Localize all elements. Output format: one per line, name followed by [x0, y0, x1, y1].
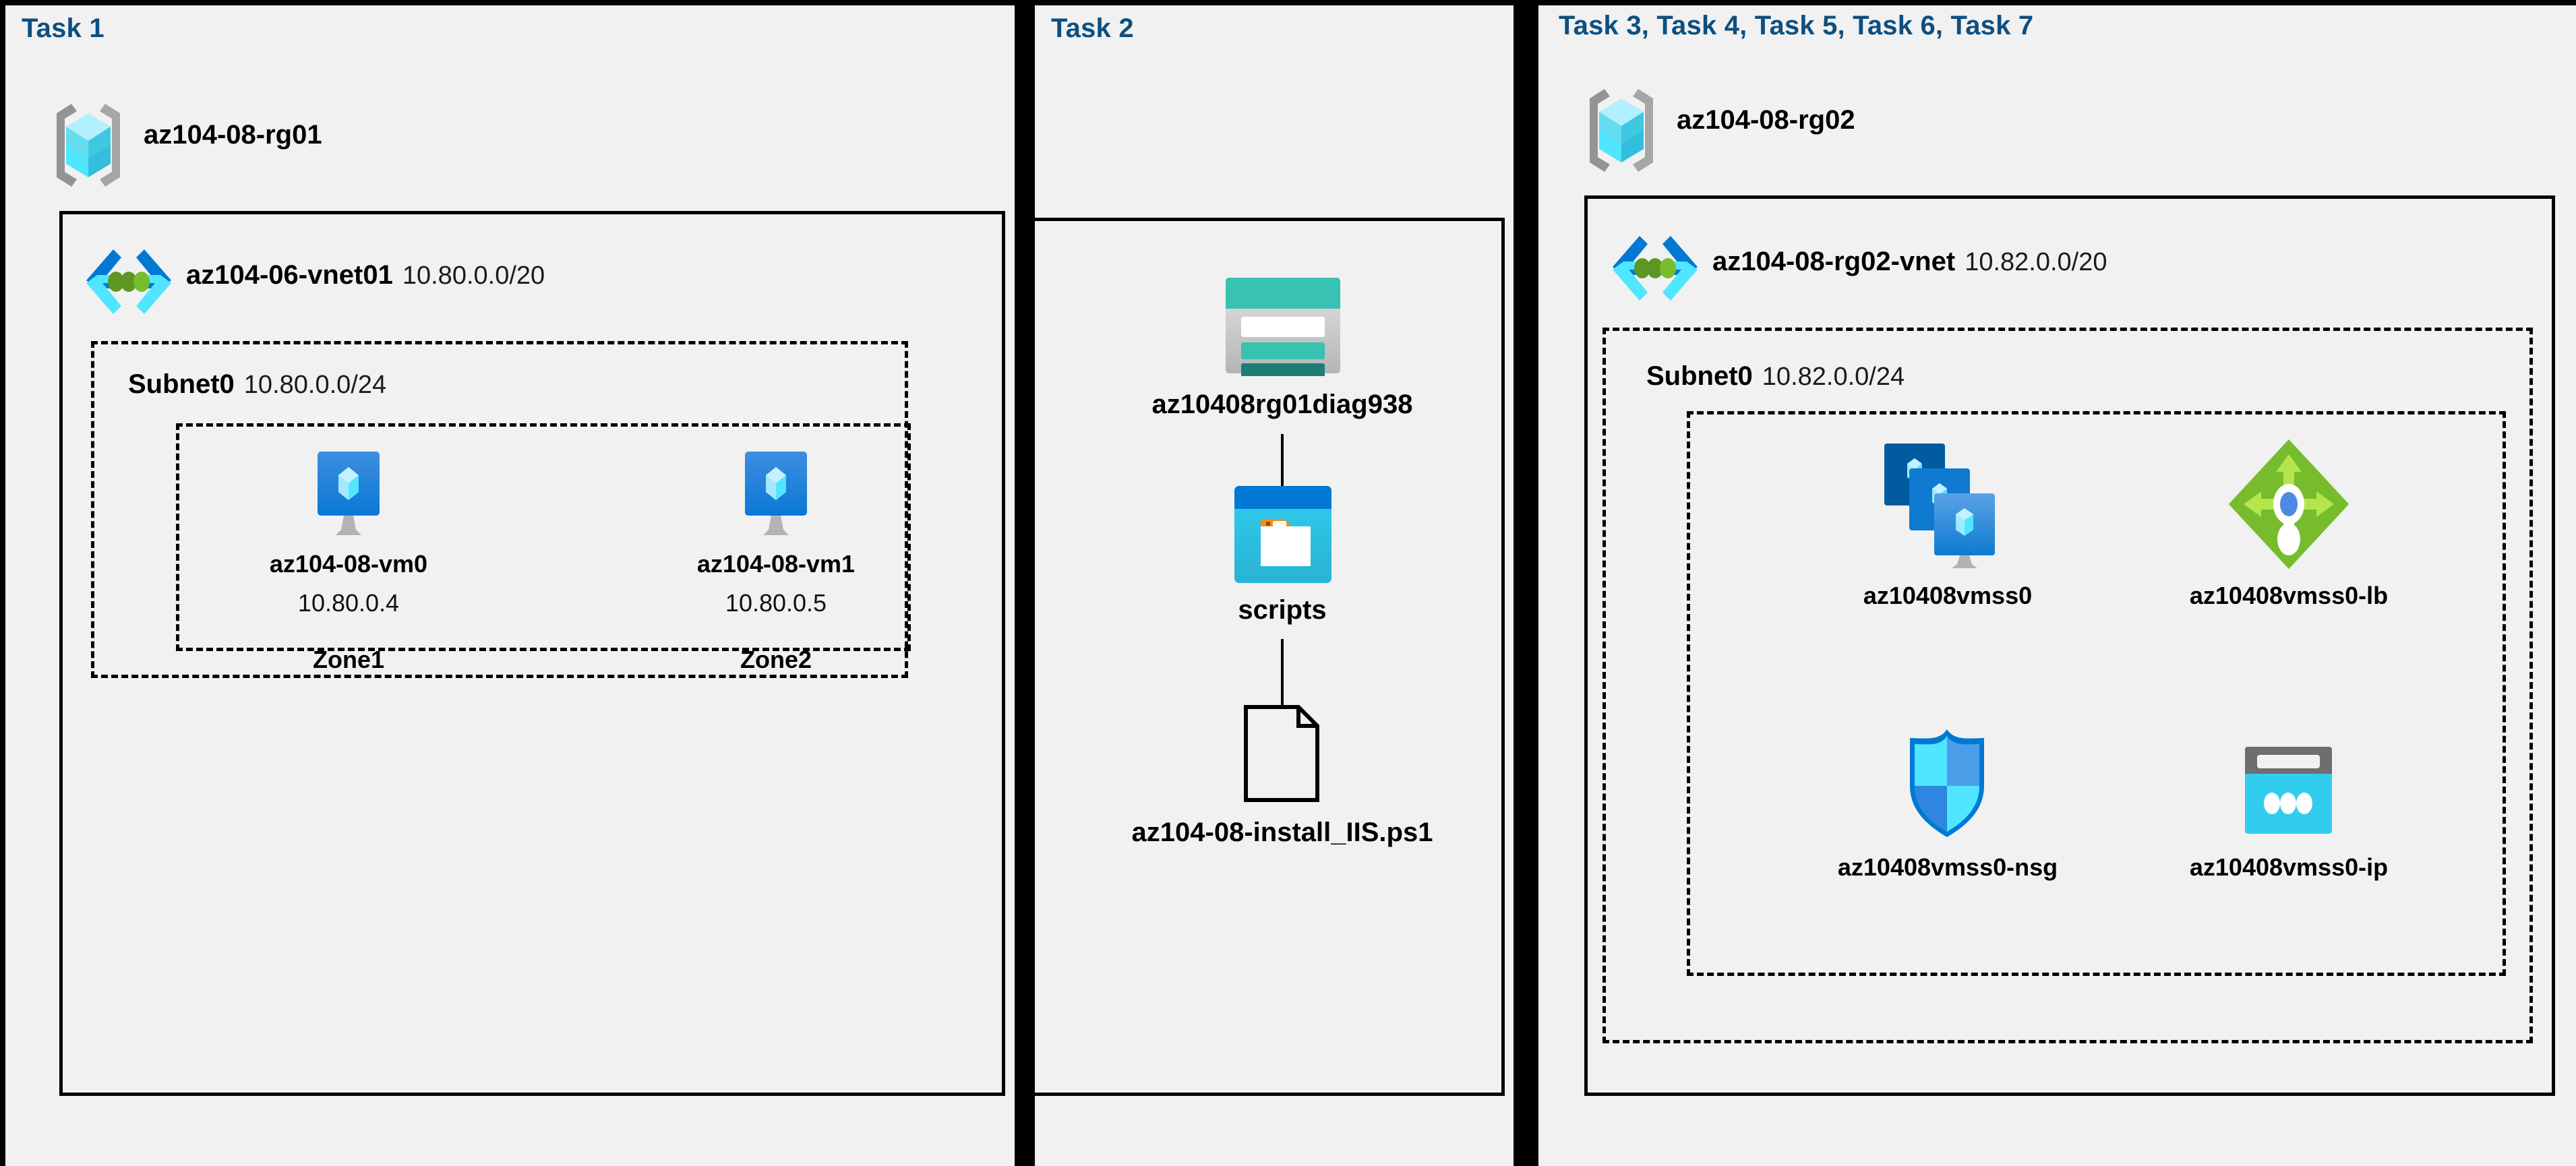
public-ip-address-icon [2245, 747, 2332, 834]
task2-file-name: az104-08-install_IIS.ps1 [1131, 818, 1433, 847]
task2-heading: Task 2 [1051, 13, 1134, 43]
task1-vnet-label-group: az104-06-vnet01 10.80.0.0/20 [186, 260, 545, 290]
task3-subnet-name: Subnet0 [1646, 361, 1753, 391]
task3-subnet-box [1602, 328, 2533, 1043]
page-left-border [0, 0, 5, 1166]
task1-heading: Task 1 [22, 13, 104, 43]
task3-vmss-name: az10408vmss0 [1863, 582, 2033, 609]
task2-blob-container-name: scripts [1238, 595, 1327, 625]
blob-container-icon [1234, 486, 1331, 583]
connector-container-to-file [1281, 639, 1284, 705]
task1-vm0-ip: 10.80.0.4 [297, 589, 400, 617]
virtual-machine-icon [745, 452, 807, 535]
task3-vnet-box [1584, 195, 2555, 1096]
task3-resource-group-inner-box [1687, 411, 2506, 976]
task3-vnet-cidr: 10.82.0.0/20 [1965, 248, 2107, 276]
task3-subnet-label-group: Subnet0 10.82.0.0/24 [1646, 361, 1905, 392]
task1-vnet-cidr: 10.80.0.0/20 [402, 262, 545, 290]
file-icon [1244, 705, 1319, 802]
load-balancer-icon [2229, 439, 2349, 569]
task3-nsg-name: az10408vmss0-nsg [1837, 853, 2058, 881]
task1-vnet-name: az104-06-vnet01 [186, 260, 393, 290]
task1-vm1-zone: Zone2 [740, 646, 812, 673]
column-separator-2 [1514, 0, 1538, 1166]
page-top-border [0, 0, 2576, 5]
task1-vm-group-box [176, 423, 911, 651]
task3-vnet-label-group: az104-08-rg02-vnet 10.82.0.0/20 [1712, 247, 2107, 277]
storage-account-icon [1226, 278, 1340, 376]
task3-lb-name: az10408vmss0-lb [2189, 582, 2389, 609]
task3-public-ip-name: az10408vmss0-ip [2189, 853, 2389, 881]
task1-vm1-name: az104-08-vm1 [696, 550, 856, 578]
virtual-machine-icon [318, 452, 380, 535]
connector-storage-to-container [1281, 434, 1284, 487]
task2-column: Task 2 az10408rg01diag938 [1031, 5, 1514, 1166]
task3-subnet-cidr: 10.82.0.0/24 [1762, 363, 1905, 391]
network-security-group-icon [1910, 729, 1984, 837]
task1-subnet-cidr: 10.80.0.0/24 [243, 371, 387, 399]
task2-storage-account-name: az10408rg01diag938 [1151, 390, 1413, 419]
task1-vnet-box [59, 211, 1005, 1096]
virtual-network-icon [1613, 236, 1698, 301]
task1-subnet-label-group: Subnet0 10.80.0.0/24 [128, 369, 386, 400]
resource-group-icon [1590, 89, 1653, 172]
virtual-network-icon [86, 249, 171, 314]
task1-vm1-ip: 10.80.0.5 [725, 589, 827, 617]
task1-vm0-name: az104-08-vm0 [269, 550, 428, 578]
task1-subnet-name: Subnet0 [128, 369, 235, 399]
task3-resource-group-label: az104-08-rg02 [1677, 105, 1855, 135]
vm-scale-set-icon [1884, 443, 1995, 568]
task3-vnet-name: az104-08-rg02-vnet [1712, 247, 1956, 276]
resource-group-icon [57, 104, 120, 187]
task3-7-column: Task 3, Task 4, Task 5, Task 6, Task 7 a… [1538, 5, 2576, 1166]
task1-resource-group-label: az104-08-rg01 [144, 120, 322, 150]
task1-vm0-zone: Zone1 [312, 646, 385, 673]
task1-subnet-box [91, 341, 908, 678]
task3-7-heading: Task 3, Task 4, Task 5, Task 6, Task 7 [1559, 11, 2034, 40]
